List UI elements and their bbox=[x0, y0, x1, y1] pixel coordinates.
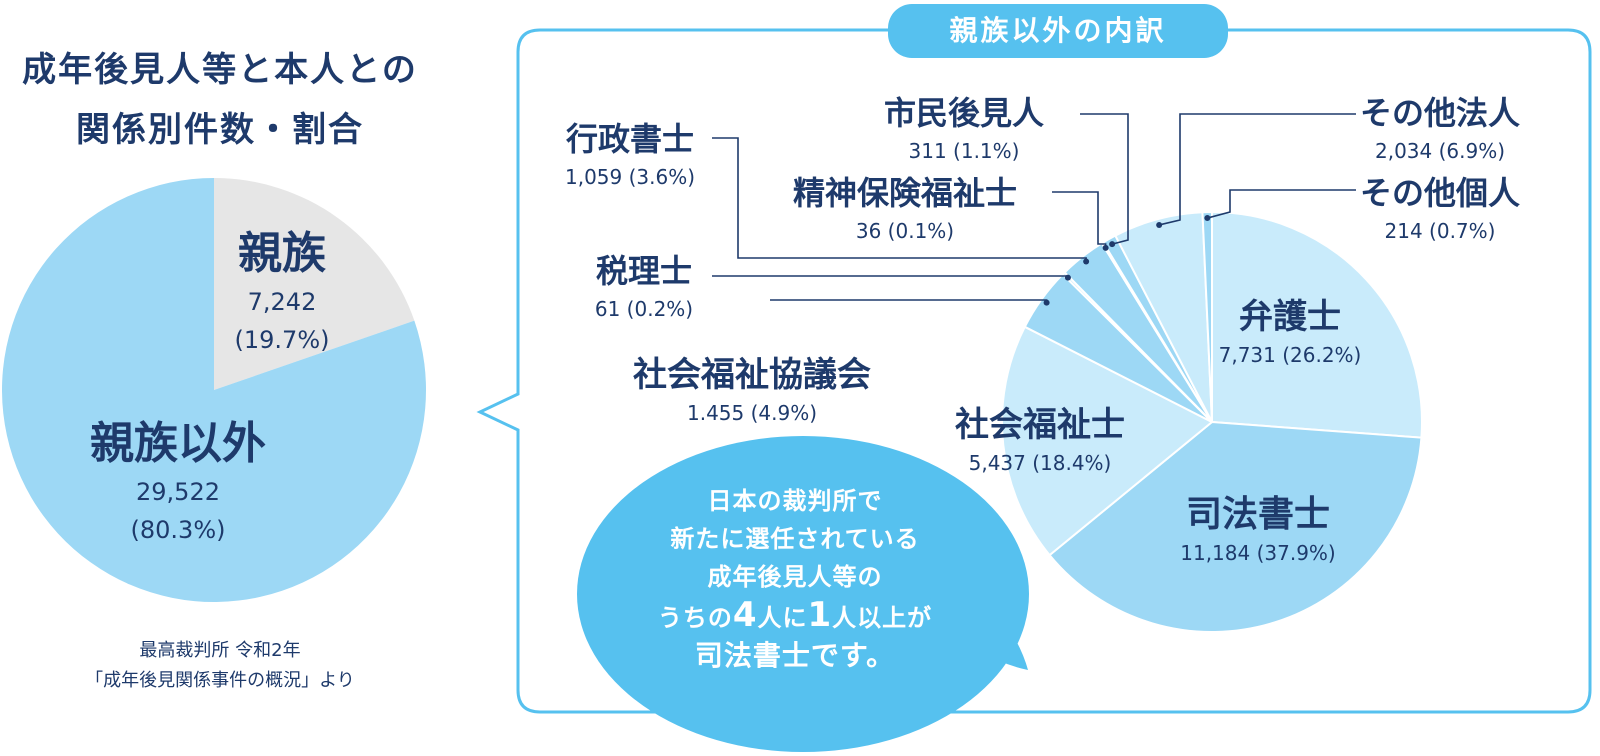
title-line-2: 関係別件数・割合 bbox=[76, 110, 364, 150]
callout-line-2: 新たに選任されている bbox=[670, 525, 920, 553]
leader-line-8 bbox=[1158, 113, 1356, 226]
callout-line-4-c: 人に bbox=[757, 604, 808, 632]
detail-label-value-1: 11,184 (37.9%) bbox=[1180, 541, 1335, 565]
callout-line-3: 成年後見人等の bbox=[707, 563, 883, 591]
detail-label-name-8: その他法人 bbox=[1360, 94, 1520, 132]
detail-pie-slice-0 bbox=[1211, 210, 1423, 439]
leader-dot-4 bbox=[1064, 274, 1071, 281]
callout-text: 日本の裁判所で 新たに選任されている 成年後見人等の うちの4人に1人以上が 司… bbox=[570, 482, 1020, 675]
leader-dot-5 bbox=[1083, 258, 1090, 265]
leader-line-9 bbox=[1207, 189, 1356, 219]
detail-label-value-6: 36 (0.1%) bbox=[856, 219, 954, 243]
detail-label-name-4: 税理士 bbox=[596, 252, 692, 290]
detail-label-name-9: その他個人 bbox=[1360, 174, 1520, 212]
detail-label-value-5: 1,059 (3.6%) bbox=[565, 165, 695, 189]
detail-label-name-5: 行政書士 bbox=[566, 120, 694, 158]
detail-pie-slice-9 bbox=[1201, 210, 1213, 423]
main-label-name-0: 親族 bbox=[238, 228, 326, 279]
detail-pie bbox=[1001, 210, 1423, 633]
detail-label-value-7: 311 (1.1%) bbox=[909, 139, 1020, 163]
leader-line-6 bbox=[1052, 191, 1107, 248]
detail-label-value-4: 61 (0.2%) bbox=[595, 297, 693, 321]
callout-line-4-e: 人以上が bbox=[832, 604, 933, 632]
detail-label-value-3: 1.455 (4.9%) bbox=[687, 401, 817, 425]
leader-line-7 bbox=[1080, 113, 1129, 245]
breakdown-header-pill bbox=[888, 4, 1228, 58]
leader-line-3 bbox=[770, 299, 1048, 303]
callout-line-1: 日本の裁判所で bbox=[707, 487, 883, 515]
leader-dot-3 bbox=[1043, 299, 1050, 306]
leader-dot-6 bbox=[1102, 244, 1109, 251]
leader-dot-7 bbox=[1109, 241, 1116, 248]
detail-label-value-8: 2,034 (6.9%) bbox=[1375, 139, 1505, 163]
detail-label-name-1: 司法書士 bbox=[1186, 494, 1330, 535]
main-label-percent-1: (80.3%) bbox=[131, 516, 226, 544]
callout-number-1: 1 bbox=[807, 595, 833, 635]
main-label-value-0: 7,242 bbox=[248, 288, 317, 316]
callout-bubble bbox=[577, 436, 1029, 752]
chart-title: 成年後見人等と本人との 関係別件数・割合 bbox=[0, 40, 440, 160]
main-label-percent-0: (19.7%) bbox=[235, 326, 330, 354]
source-line-1: 最高裁判所 令和2年 bbox=[139, 640, 301, 661]
leader-line-4 bbox=[712, 275, 1069, 278]
leader-dot-8 bbox=[1156, 221, 1163, 228]
source-note: 最高裁判所 令和2年 「成年後見関係事件の概況」より bbox=[0, 636, 440, 696]
main-pie-slice-0 bbox=[214, 178, 415, 390]
callout-line-4: うちの4人に1人以上が bbox=[570, 596, 1020, 637]
detail-label-value-9: 214 (0.7%) bbox=[1385, 219, 1496, 243]
detail-pie-slice-2 bbox=[1001, 325, 1214, 557]
callout-line-5: 司法書士です。 bbox=[694, 639, 896, 672]
detail-label-name-6: 精神保険福祉士 bbox=[793, 174, 1017, 212]
detail-label-value-2: 5,437 (18.4%) bbox=[969, 451, 1112, 475]
main-label-value-1: 29,522 bbox=[136, 478, 220, 506]
detail-label-name-0: 弁護士 bbox=[1239, 297, 1341, 337]
detail-label-name-2: 社会福祉士 bbox=[955, 405, 1125, 445]
title-line-1: 成年後見人等と本人との bbox=[22, 50, 418, 90]
main-pie-slice-1 bbox=[1, 178, 427, 602]
main-label-name-1: 親族以外 bbox=[90, 418, 266, 469]
callout-number-4: 4 bbox=[732, 595, 758, 635]
detail-label-value-0: 7,731 (26.2%) bbox=[1219, 343, 1362, 367]
main-pie: 親族 7,242 (19.7%) 親族以外 29,522 (80.3%) bbox=[1, 178, 427, 602]
detail-label-name-3: 社会福祉協議会 bbox=[633, 355, 871, 395]
detail-pie-slice-1 bbox=[1048, 420, 1423, 633]
source-line-2: 「成年後見関係事件の概況」より bbox=[85, 670, 355, 691]
callout-line-4-a: うちの bbox=[657, 604, 733, 632]
breakdown-frame bbox=[476, 28, 1592, 714]
leader-dot-9 bbox=[1204, 215, 1211, 222]
leader-lines bbox=[712, 113, 1356, 306]
slice-labels: 弁護士 7,731 (26.2%) 司法書士 11,184 (37.9%) 社会福祉士 5… bbox=[565, 94, 1520, 565]
breakdown-header: 親族以外の内訳 bbox=[949, 14, 1166, 47]
detail-label-name-7: 市民後見人 bbox=[884, 94, 1044, 132]
